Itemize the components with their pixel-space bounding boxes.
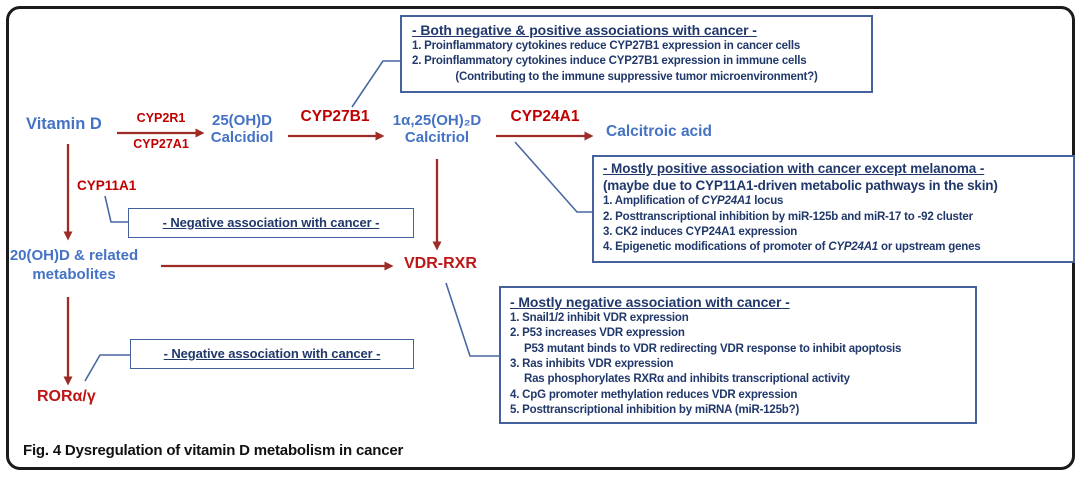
enzyme-cyp24a1: CYP24A1 xyxy=(510,108,580,125)
infobox-ror-negative: - Negative association with cancer - xyxy=(130,339,414,369)
box-line: 4. Epigenetic modifications of promoter … xyxy=(603,241,981,254)
box-line: (Contributing to the immune suppressive … xyxy=(455,70,818,83)
box-line: 2. Proinflammatory cytokines induce CYP2… xyxy=(412,55,807,68)
box-line: 3. CK2 induces CYP24A1 expression xyxy=(603,225,798,238)
infobox-vdr-title: - Mostly negative association with cance… xyxy=(510,294,790,310)
box-line: 5. Posttranscriptional inhibition by miR… xyxy=(510,403,800,416)
node-calcidiol-line1: 25(OH)D xyxy=(211,112,272,129)
enzyme-cyp27a1: CYP27A1 xyxy=(133,137,189,151)
box-line: P53 mutant binds to VDR redirecting VDR … xyxy=(524,342,902,355)
enzyme-cyp27b1: CYP27B1 xyxy=(300,108,370,125)
box-line: 2. P53 increases VDR expression xyxy=(510,327,685,340)
box-line: 4. CpG promoter methylation reduces VDR … xyxy=(510,388,798,401)
node-ror-alpha-gamma: RORα/γ xyxy=(37,388,96,405)
node-calcitriol-line2: Calcitriol xyxy=(404,129,470,147)
enzyme-cyp2r1: CYP2R1 xyxy=(136,111,186,125)
box-line: 1. Snail1/2 inhibit VDR expression xyxy=(510,312,689,325)
infobox-cyp24a1-positive: - Mostly positive association with cance… xyxy=(592,155,1075,263)
figure-caption: Fig. 4 Dysregulation of vitamin D metabo… xyxy=(23,442,404,459)
infobox-cyp24a1-title: - Mostly positive association with cance… xyxy=(603,161,985,176)
node-calcitroic-acid: Calcitroic acid xyxy=(606,123,712,140)
box-line: 1. Amplification of CYP24A1 locus xyxy=(603,195,784,208)
infobox-cyp27b1-title: - Both negative & positive associations … xyxy=(412,22,757,38)
infobox-cyp27b1-lines: 1. Proinflammatory cytokines reduce CYP2… xyxy=(412,39,861,85)
infobox-cyp24a1-lines: 1. Amplification of CYP24A1 locus 2. Post… xyxy=(603,194,1064,255)
node-20ohd-line1: 20(OH)D & related xyxy=(9,247,139,264)
node-calcidiol-line2: Calcidiol xyxy=(210,129,274,147)
enzyme-cyp11a1: CYP11A1 xyxy=(77,178,137,193)
infobox-ror-title: - Negative association with cancer - xyxy=(163,345,381,361)
infobox-cyp11a1-title: - Negative association with cancer - xyxy=(162,214,380,230)
infobox-vdr-negative: - Mostly negative association with cance… xyxy=(499,286,977,424)
infobox-cyp11a1-negative: - Negative association with cancer - xyxy=(128,208,414,238)
node-calcidiol: 25(OH)D Calcidiol xyxy=(205,112,279,147)
node-20ohd-metabolites: 20(OH)D & related metabolites xyxy=(0,247,148,285)
infobox-cyp27b1: - Both negative & positive associations … xyxy=(400,15,873,93)
node-calcitriol-line1: 1α,25(OH)₂D xyxy=(392,112,482,129)
node-vitamin-d: Vitamin D xyxy=(26,115,102,133)
box-line: Ras phosphorylates RXRα and inhibits tra… xyxy=(524,373,850,386)
infobox-cyp24a1-subtitle: (maybe due to CYP11A1-driven metabolic p… xyxy=(603,177,998,193)
infobox-vdr-lines: 1. Snail1/2 inhibit VDR expression 2. P53… xyxy=(510,311,966,418)
node-calcitriol: 1α,25(OH)₂D Calcitriol xyxy=(383,112,491,147)
box-line: 1. Proinflammatory cytokines reduce CYP2… xyxy=(412,40,801,53)
node-20ohd-line2: metabolites xyxy=(32,265,116,283)
box-line: 3. Ras inhibits VDR expression xyxy=(510,358,674,371)
box-line: 2. Posttranscriptional inhibition by miR… xyxy=(603,210,973,223)
node-vdr-rxr: VDR-RXR xyxy=(404,255,477,272)
